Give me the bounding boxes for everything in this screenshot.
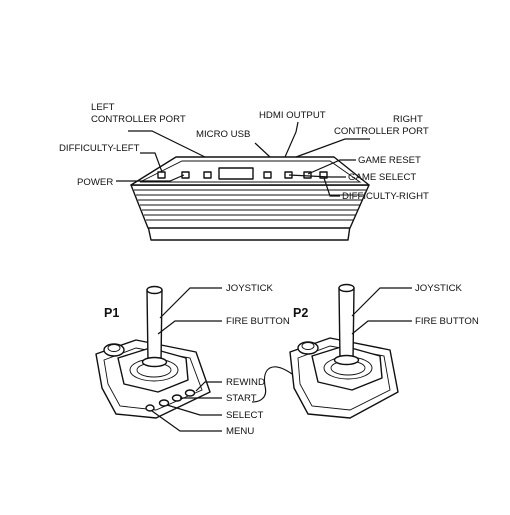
switch-4 xyxy=(263,171,272,179)
label-p1-fire-button: FIRE BUTTON xyxy=(226,316,290,327)
p1-menu-button xyxy=(145,404,155,412)
p2-leader-lines xyxy=(351,287,412,335)
difficulty-right-switch xyxy=(319,171,328,179)
switch-3 xyxy=(203,171,212,179)
p1-select-button xyxy=(158,399,170,407)
label-p2: P2 xyxy=(293,306,308,320)
label-hdmi-output: HDMI OUTPUT xyxy=(259,110,326,121)
label-left-port-line1: LEFT xyxy=(91,102,115,113)
cartridge-slot xyxy=(218,167,254,180)
wood-grain-lines xyxy=(134,189,366,221)
label-micro-usb: MICRO USB xyxy=(196,129,250,140)
p2-fire-button xyxy=(297,341,319,355)
label-p1-start: START xyxy=(226,393,257,404)
p2-joystick-shaft xyxy=(338,287,355,361)
label-p1-menu: MENU xyxy=(226,426,254,437)
label-power: POWER xyxy=(77,177,113,188)
difficulty-left-switch xyxy=(157,171,166,179)
label-p2-fire-button: FIRE BUTTON xyxy=(415,316,479,327)
power-switch xyxy=(181,171,190,179)
label-difficulty-right: DIFFICULTY-RIGHT xyxy=(342,191,429,202)
label-game-reset: GAME RESET xyxy=(358,155,421,166)
p1-joystick-shaft xyxy=(146,289,163,363)
label-p1-joystick: JOYSTICK xyxy=(226,283,274,294)
console-leader-lines xyxy=(116,121,370,197)
label-p1-rewind: REWIND xyxy=(226,377,265,388)
console-illustration xyxy=(130,156,370,241)
label-left-port-line2: CONTROLLER PORT xyxy=(91,114,186,125)
game-reset-switch xyxy=(303,171,312,179)
controller-p2-illustration xyxy=(251,283,399,419)
p2-cable xyxy=(251,366,293,403)
p1-fire-button xyxy=(103,343,125,357)
label-p2-joystick: JOYSTICK xyxy=(415,283,463,294)
label-p1: P1 xyxy=(104,306,119,320)
label-p1-select: SELECT xyxy=(226,410,263,421)
p1-rewind-button xyxy=(184,389,196,397)
p1-leader-lines xyxy=(151,287,222,432)
label-right-port-line2: CONTROLLER PORT xyxy=(334,126,429,137)
label-difficulty-left: DIFFICULTY-LEFT xyxy=(59,143,140,154)
label-right-port-line1: RIGHT xyxy=(393,114,423,125)
label-game-select: GAME SELECT xyxy=(348,172,416,183)
